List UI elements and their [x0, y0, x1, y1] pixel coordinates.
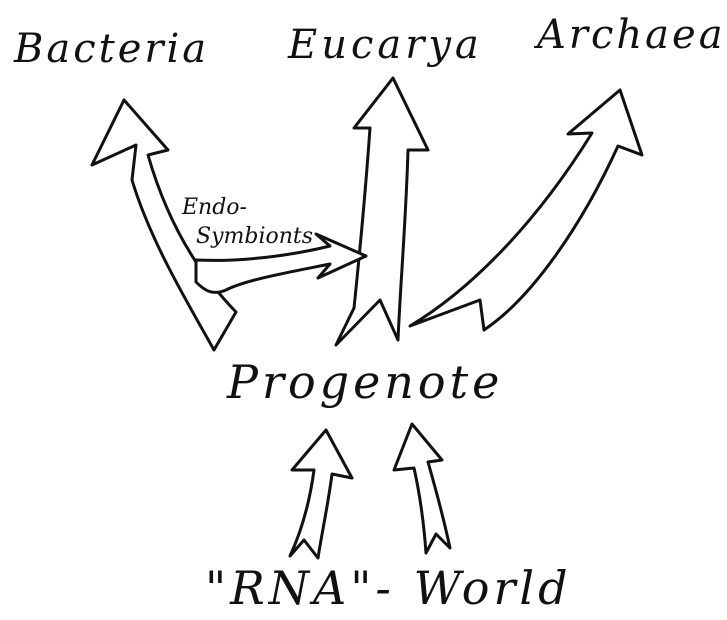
label-archaea: Archaea	[533, 12, 726, 58]
arrow-progenote-to-eucarya	[334, 76, 430, 347]
arrow-rna-to-progenote-right	[392, 422, 452, 555]
label-rna-world: "RNA"- World	[205, 561, 572, 615]
label-eucarya: Eucarya	[287, 22, 483, 68]
label-endosymbionts-line1: Endo-	[181, 195, 247, 220]
label-progenote: Progenote	[226, 355, 503, 409]
label-bacteria: Bacteria	[13, 26, 209, 72]
arrow-rna-to-progenote-left	[288, 428, 354, 560]
arrow-progenote-to-archaea	[408, 88, 644, 332]
arrow-endosymbionts	[194, 232, 368, 294]
label-endosymbionts-line2: Symbionts	[196, 224, 313, 249]
